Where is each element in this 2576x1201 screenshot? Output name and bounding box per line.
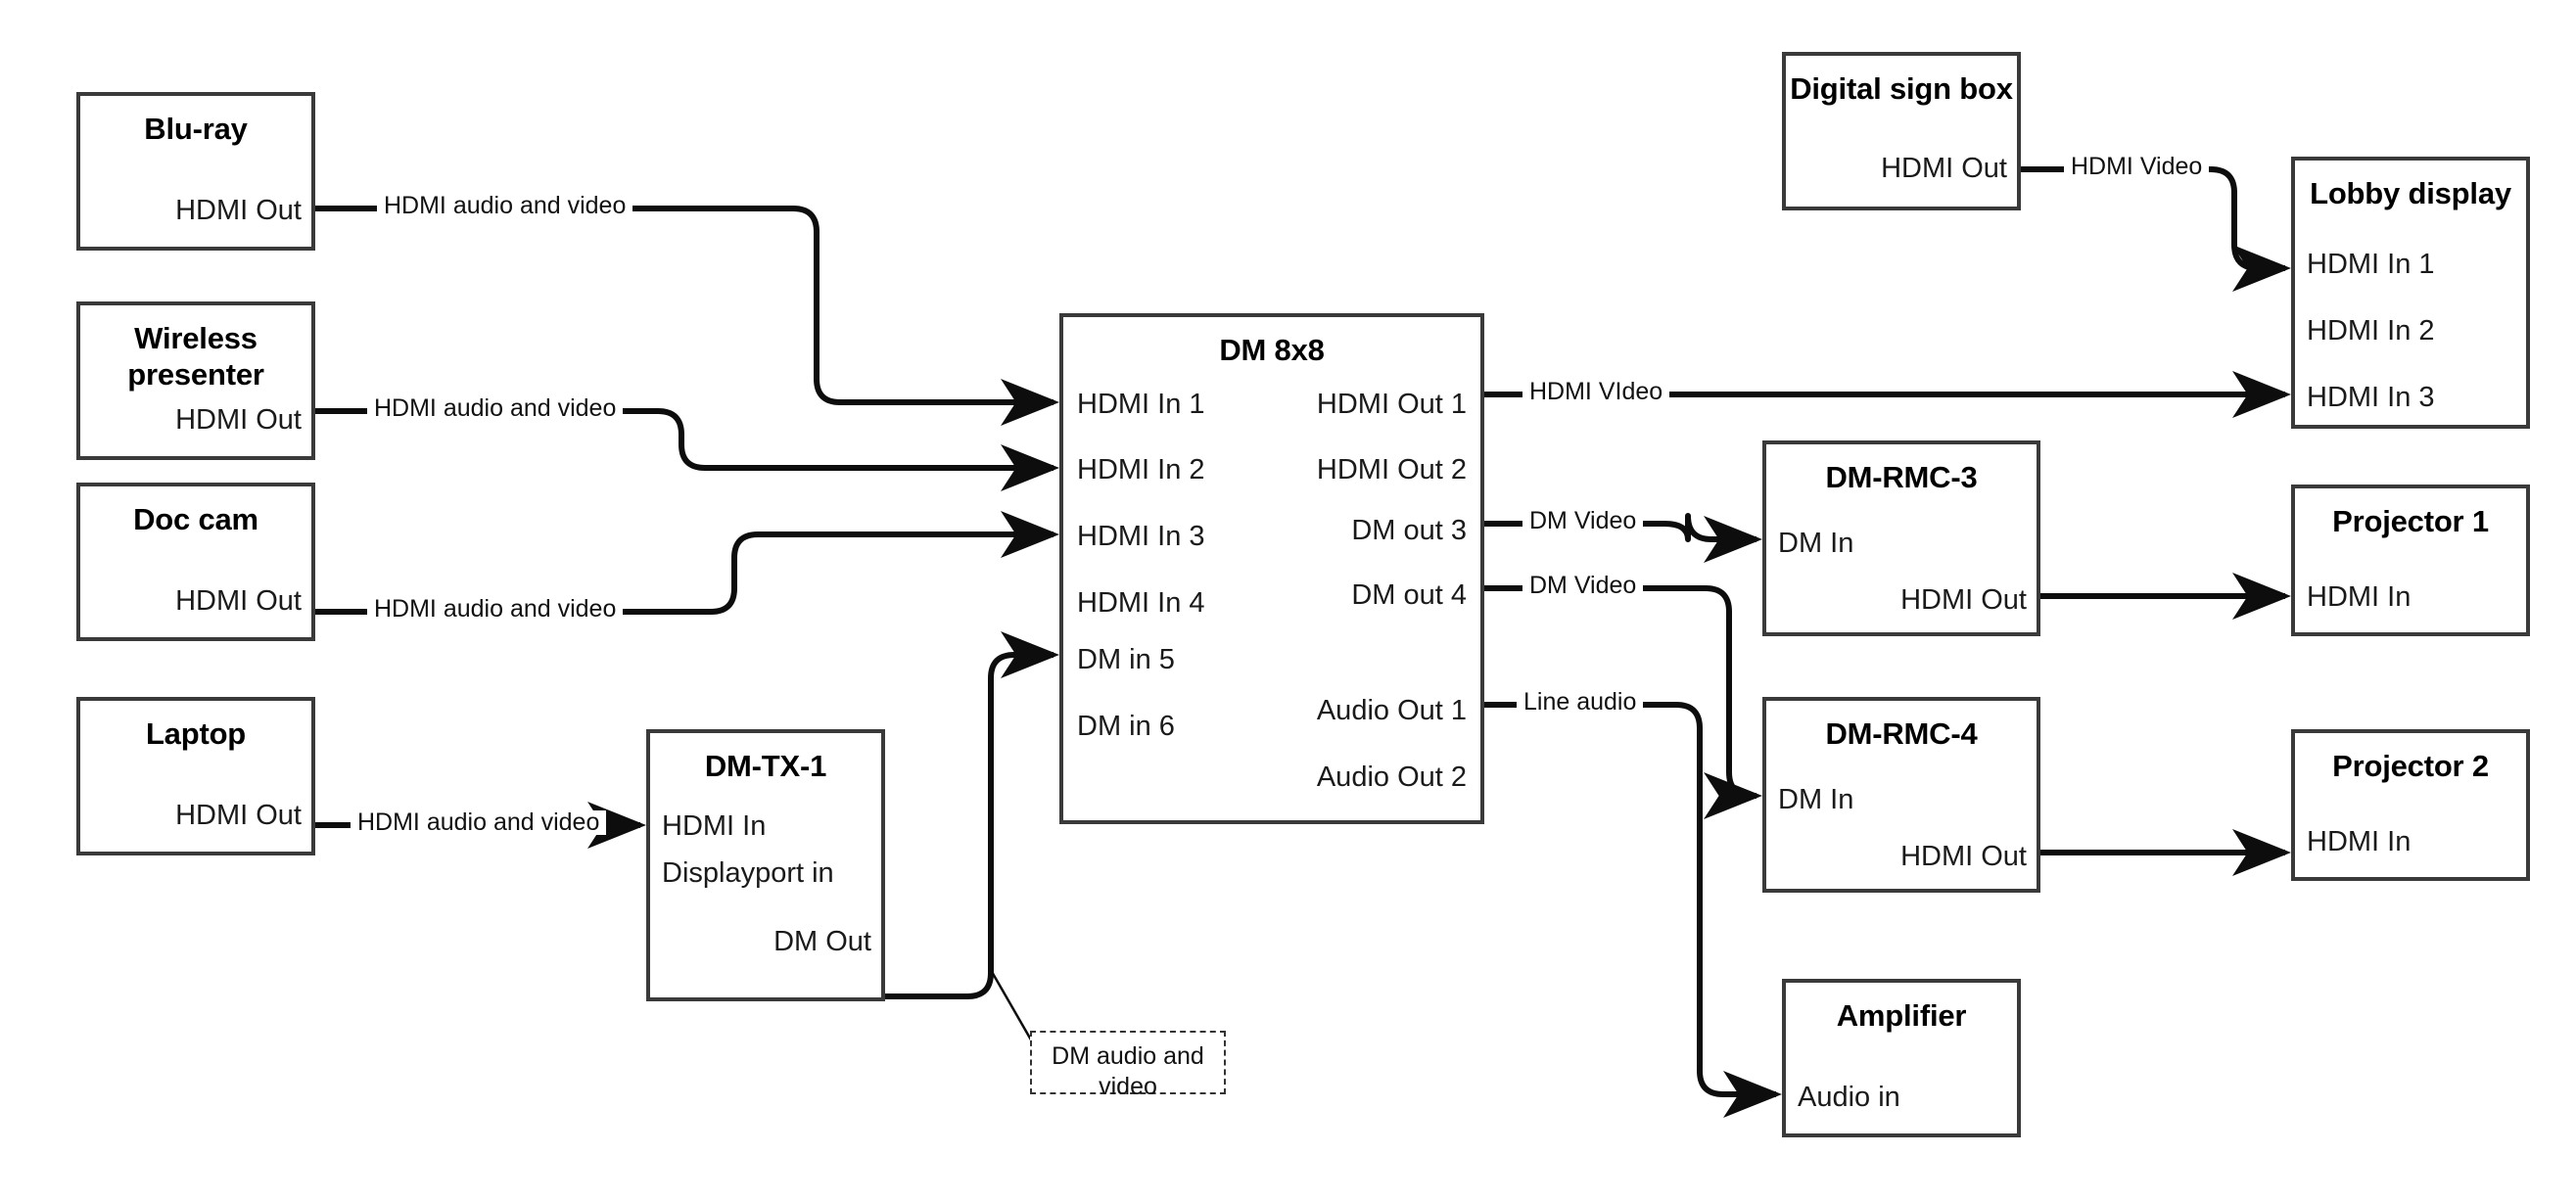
laptop-title: Laptop [145,716,247,751]
projector-2-port-hdmi-in[interactable]: HDMI In [2307,826,2412,857]
device-box-dm-rmc-3[interactable]: DM-RMC-3 DM In HDMI Out [1762,440,2040,636]
wire-label-wireless-to-matrix: HDMI audio and video [367,396,624,421]
dm-rmc-4-port-hdmi-out[interactable]: HDMI Out [1900,841,2027,872]
wire-label-bluray-to-matrix: HDMI audio and video [377,194,633,218]
projector-2-title: Projector 2 [2332,749,2489,783]
device-box-dm-rmc-4[interactable]: DM-RMC-4 DM In HDMI Out [1762,697,2040,893]
device-box-projector-2[interactable]: Projector 2 HDMI In [2291,729,2530,881]
device-box-amplifier[interactable]: Amplifier Audio in [1782,979,2021,1137]
lobby-display-title: Lobby display [2310,176,2511,210]
digital-sign-box-port-hdmi-out[interactable]: HDMI Out [1881,153,2007,184]
device-box-wireless-presenter[interactable]: Wireless presenter HDMI Out [76,301,315,460]
device-box-digital-sign-box[interactable]: Digital sign box HDMI Out [1782,52,2021,210]
dm-8x8-input-hdmi-in-4[interactable]: HDMI In 4 [1077,587,1205,619]
dm-8x8-output-dm-out-4[interactable]: DM out 4 [1351,579,1467,611]
amplifier-port-audio-in[interactable]: Audio in [1798,1082,1900,1113]
bluray-port-hdmi-out[interactable]: HDMI Out [175,195,302,226]
dm-8x8-output-hdmi-out-1[interactable]: HDMI Out 1 [1316,389,1467,420]
wireless-presenter-title: Wireless presenter [127,321,264,392]
dm-8x8-output-dm-out-3[interactable]: DM out 3 [1351,515,1467,546]
dm-tx-1-port-dm-out[interactable]: DM Out [773,926,871,957]
projector-1-port-hdmi-in[interactable]: HDMI In [2307,581,2412,613]
dm-8x8-input-dm-in-5[interactable]: DM in 5 [1077,644,1175,675]
device-box-dm-8x8[interactable]: DM 8x8 HDMI In 1 HDMI In 2 HDMI In 3 HDM… [1059,313,1484,824]
wire-bluray-to-hdmi-in-1 [315,206,1059,426]
dm-8x8-output-audio-out-2[interactable]: Audio Out 2 [1316,762,1467,793]
dm-8x8-input-hdmi-in-1[interactable]: HDMI In 1 [1077,389,1205,420]
doc-cam-port-hdmi-out[interactable]: HDMI Out [175,585,302,617]
dm-rmc-3-title: DM-RMC-3 [1825,460,1978,494]
dm-rmc-3-port-dm-in[interactable]: DM In [1778,528,1854,559]
device-box-doc-cam[interactable]: Doc cam HDMI Out [76,483,315,641]
wire-dmtx1-to-dm-in-5 [885,631,1059,999]
dm-8x8-output-hdmi-out-2[interactable]: HDMI Out 2 [1316,454,1467,485]
device-box-dm-tx-1[interactable]: DM-TX-1 HDMI In Displayport in DM Out [646,729,885,1001]
dm-8x8-title: DM 8x8 [1219,333,1325,367]
dm-tx-1-port-hdmi-in[interactable]: HDMI In [662,810,767,842]
lobby-display-port-hdmi-in-3[interactable]: HDMI In 3 [2307,382,2435,413]
wire-label-doccam-to-matrix: HDMI audio and video [367,597,624,622]
dm-tx-1-port-displayport-in[interactable]: Displayport in [662,857,834,889]
dm-8x8-input-dm-in-6[interactable]: DM in 6 [1077,711,1175,742]
callout-dm-audio-and-video: DM audio and video [1030,1031,1226,1100]
dm-rmc-4-title: DM-RMC-4 [1825,716,1978,751]
wire-digisign-to-lobby-hdmi-in-1 [2021,166,2291,292]
lobby-display-port-hdmi-in-2[interactable]: HDMI In 2 [2307,315,2435,346]
wireless-presenter-port-hdmi-out[interactable]: HDMI Out [175,404,302,436]
dm-8x8-input-hdmi-in-2[interactable]: HDMI In 2 [1077,454,1205,485]
digital-sign-box-title: Digital sign box [1790,71,2013,106]
dm-rmc-4-port-dm-in[interactable]: DM In [1778,784,1854,815]
device-box-bluray[interactable]: Blu-ray HDMI Out [76,92,315,251]
device-box-projector-1[interactable]: Projector 1 HDMI In [2291,485,2530,636]
wire-label-dmout3-to-rmc3: DM Video [1522,509,1644,533]
device-box-lobby-display[interactable]: Lobby display HDMI In 1 HDMI In 2 HDMI I… [2291,157,2530,429]
wire-label-audioout1-to-amplifier: Line audio [1517,690,1644,715]
projector-1-title: Projector 1 [2332,504,2489,538]
wire-label-digisign-to-lobby: HDMI Video [2064,155,2210,179]
wire-label-hdmiout1-to-lobby: HDMI VIdeo [1522,380,1670,404]
dm-tx-1-title: DM-TX-1 [704,749,827,783]
dm-8x8-input-hdmi-in-3[interactable]: HDMI In 3 [1077,521,1205,552]
wire-audio-out-1-to-amplifier [1484,702,1782,1118]
lobby-display-port-hdmi-in-1[interactable]: HDMI In 1 [2307,249,2435,280]
doc-cam-title: Doc cam [133,502,258,536]
dm-8x8-output-audio-out-1[interactable]: Audio Out 1 [1316,695,1467,726]
amplifier-title: Amplifier [1836,998,1967,1033]
laptop-port-hdmi-out[interactable]: HDMI Out [175,800,302,831]
wire-label-dmout4-to-rmc4: DM Video [1522,574,1644,598]
dm-rmc-3-port-hdmi-out[interactable]: HDMI Out [1900,584,2027,616]
device-box-laptop[interactable]: Laptop HDMI Out [76,697,315,855]
bluray-title: Blu-ray [144,112,248,146]
wire-label-laptop-to-dmtx1: HDMI audio and video [351,810,607,835]
